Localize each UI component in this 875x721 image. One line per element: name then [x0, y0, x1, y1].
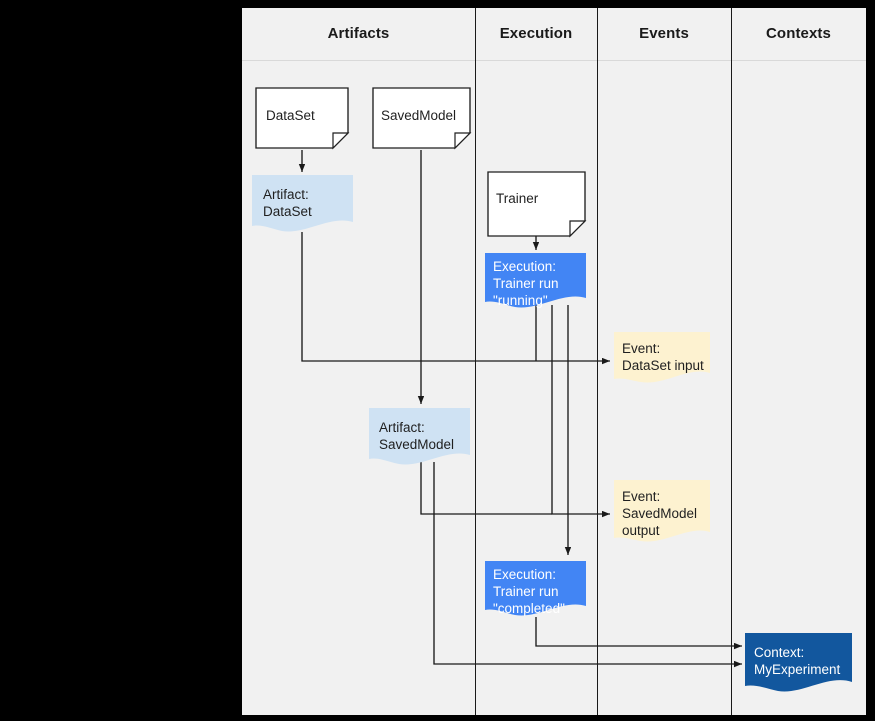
node-context-myexperiment[interactable]: [745, 633, 852, 692]
label-event-dataset-input: Event: DataSet input: [622, 341, 704, 373]
label-type-trainer: Trainer: [496, 191, 539, 206]
column-header-execution: Execution: [499, 25, 573, 42]
node-type-dataset[interactable]: [255, 87, 350, 150]
node-type-trainer[interactable]: [487, 171, 587, 238]
label-execution-running: Execution: Trainer run "running": [493, 259, 559, 308]
column-header-events: Events: [639, 25, 689, 42]
header-divider: [242, 60, 866, 61]
label-artifact-dataset: Artifact: DataSet: [263, 187, 312, 219]
label-type-savedmodel: SavedModel: [381, 108, 457, 123]
label-artifact-savedmodel: Artifact: SavedModel: [379, 420, 455, 452]
label-event-savedmodel-output: Event: SavedModel output: [622, 489, 698, 538]
column-header-contexts: Contexts: [766, 25, 831, 42]
node-artifact-savedmodel[interactable]: [369, 408, 470, 465]
column-header-artifacts: Artifacts: [327, 25, 390, 42]
node-event-savedmodel-output[interactable]: [614, 480, 710, 542]
node-artifact-dataset[interactable]: [252, 175, 353, 232]
node-event-dataset-input[interactable]: [614, 332, 710, 383]
label-context-myexperiment: Context: MyExperiment: [754, 645, 841, 677]
node-type-savedmodel[interactable]: [372, 87, 472, 150]
label-execution-completed: Execution: Trainer run "completed": [493, 567, 565, 616]
label-type-dataset: DataSet: [266, 108, 315, 123]
node-execution-completed[interactable]: [485, 561, 586, 616]
column-divider-events-contexts: [731, 8, 732, 715]
node-execution-running[interactable]: [485, 253, 586, 308]
